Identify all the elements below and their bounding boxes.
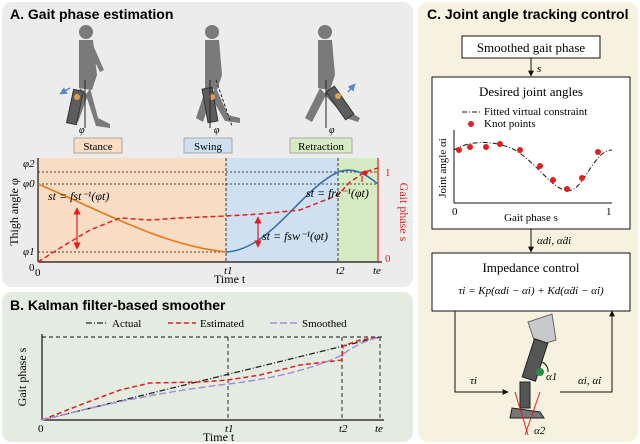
svg-text:φ: φ <box>329 125 335 136</box>
estimated-phase-line <box>41 336 381 421</box>
actual-phase-line <box>41 336 381 421</box>
retraction-phase-point <box>362 170 368 176</box>
joint-plot-y-label: Joint angle αi <box>437 138 449 198</box>
panel-b-title: B. Kalman filter-based smoother <box>10 297 226 313</box>
legend-fitted-label: Fitted virtual constraint <box>484 106 587 118</box>
right-tick-one: 1 <box>385 167 391 179</box>
region-retraction <box>338 158 378 262</box>
x-tick-zero-a: 0 <box>35 267 41 279</box>
legend-knot-label: Knot points <box>484 118 536 130</box>
panel-c-title: C. Joint angle tracking control <box>427 6 628 22</box>
x-tick-t2-b: t2 <box>339 423 348 435</box>
knot-points <box>456 141 601 192</box>
panel-a-right-label: Gait phase s <box>397 183 411 242</box>
x-tick-te-b: te <box>375 423 383 435</box>
swing-equation: st = fsw⁻¹(φt) <box>262 229 328 243</box>
panel-a-y-label: Thigh angle φ <box>7 178 21 246</box>
y-tick-zero: 0 <box>29 262 35 274</box>
region-stance <box>38 158 226 262</box>
right-tick-zero: 0 <box>385 253 391 265</box>
region-swing <box>226 158 338 262</box>
feedback-arrow <box>560 310 615 393</box>
svg-text:Stance: Stance <box>83 141 112 153</box>
svg-text:φ: φ <box>79 125 85 136</box>
gait-phase-estimate-line <box>37 167 379 263</box>
y-tick-phi0: φ0 <box>23 178 35 190</box>
prosthesis-illustration <box>509 313 557 436</box>
torque-label: τi <box>470 375 477 387</box>
legend-estimated-label: Estimated <box>200 318 244 330</box>
joint-plot-x-tick-1: 1 <box>606 206 612 218</box>
y-tick-phi2: φ2 <box>23 158 35 170</box>
retraction-equation: st = fre⁻¹(φt) <box>306 186 369 200</box>
stance-equation: st = fst⁻¹(φt) <box>48 189 109 203</box>
arrow-desired-label: αdi, α̇di <box>537 235 571 247</box>
x-tick-zero-b: 0 <box>38 423 44 435</box>
legend-knot-marker <box>468 121 474 127</box>
impedance-equation: τi = Kp(αdi − αi) + Kd(α̇di − α̇i) <box>458 285 604 297</box>
smoothed-phase-line <box>41 336 381 421</box>
thigh-angle-curve-stance <box>37 183 227 253</box>
feedback-label: αi, α̇i <box>578 375 602 387</box>
walker-figure-stance: φ <box>59 25 110 136</box>
panel-b-y-label: Gait phase s <box>15 347 29 406</box>
x-tick-t2-a: t2 <box>336 265 345 277</box>
x-tick-t1-b: t1 <box>225 423 234 435</box>
svg-text:Retraction: Retraction <box>298 141 344 153</box>
impedance-control-box <box>431 252 631 312</box>
phase-label-retraction: Retraction <box>289 137 353 154</box>
joint-plot-x-label: Gait phase s <box>504 212 558 224</box>
alpha2-label: α2 <box>534 425 546 437</box>
legend-smoothed-label: Smoothed <box>302 318 347 330</box>
x-tick-te-a: te <box>373 265 381 277</box>
panel-a-title: A. Gait phase estimation <box>10 6 173 22</box>
svg-text:φ: φ <box>214 125 220 136</box>
smoothed-gait-phase-label: Smoothed gait phase <box>477 40 586 55</box>
joint-plot-x-tick-0: 0 <box>452 206 458 218</box>
torque-command-arrow <box>454 311 509 395</box>
panel-a-x-label: Time t <box>214 272 246 286</box>
phase-label-stance: Stance <box>73 137 123 154</box>
arrow-s-label: s <box>537 63 541 75</box>
alpha1-label: α1 <box>546 371 557 383</box>
fitted-constraint-curve <box>453 142 613 191</box>
walker-figure-swing: φ <box>196 25 240 136</box>
svg-text:Swing: Swing <box>194 141 223 153</box>
panel-b-x-label: Time t <box>203 430 235 444</box>
desired-joint-angles-title: Desired joint angles <box>479 84 583 99</box>
legend-actual-label: Actual <box>112 318 141 330</box>
y-tick-phi1: φ1 <box>23 246 35 258</box>
x-tick-t1-a: t1 <box>224 265 233 277</box>
walker-figure-retraction: φ <box>305 25 360 136</box>
phase-label-swing: Swing <box>183 137 233 154</box>
impedance-control-title: Impedance control <box>482 260 579 275</box>
